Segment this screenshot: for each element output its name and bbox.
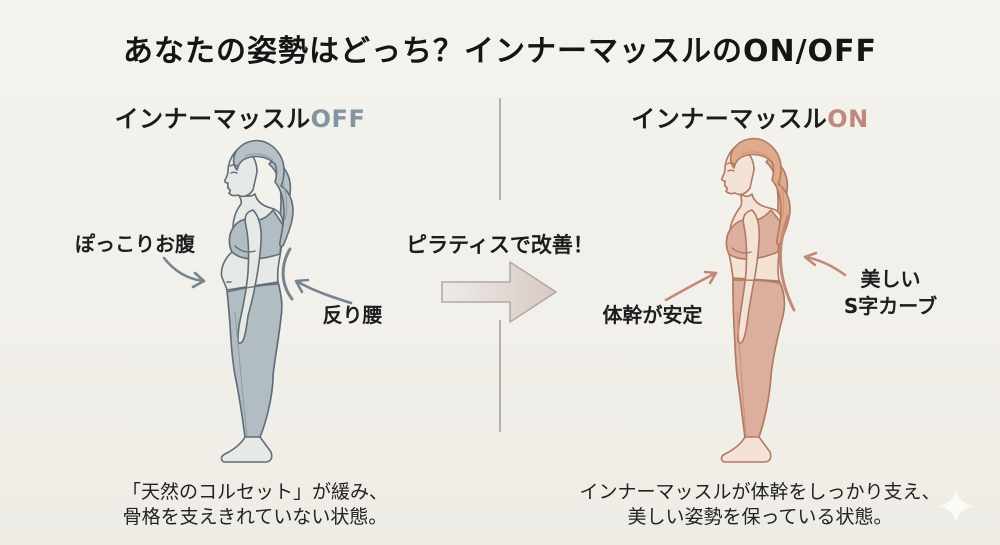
scurve-annotation-label: 美しい S字カーブ	[818, 266, 963, 320]
scurve-label-line1: 美しい	[860, 267, 921, 291]
sparkle-star-shape	[938, 488, 974, 524]
on-leg-seam	[736, 311, 747, 437]
page-title: あなたの姿勢はどっち？インナーマッスルのON/OFF	[122, 34, 878, 69]
left-heading-prefix: インナーマッスル	[114, 105, 311, 133]
right-arrow-shape	[441, 261, 557, 323]
belly-annotation-label: ぽっこりお腹	[75, 232, 195, 256]
on-underbust-seam	[731, 247, 752, 254]
off-hair	[232, 139, 294, 248]
right-heading-prefix: インナーマッスル	[631, 105, 828, 133]
right-caption-line2: 美しい姿勢を保っている状態。	[627, 506, 893, 528]
swayback-annotation-label: 反り腰	[322, 303, 383, 327]
off-arm	[237, 209, 262, 344]
on-hair-strand	[741, 151, 771, 159]
off-leg-seam	[234, 311, 248, 437]
on-eyebrow	[726, 162, 735, 165]
off-eyebrow	[229, 164, 238, 167]
scurve-label-line2: S字カーブ	[843, 294, 938, 318]
off-underbust-seam	[234, 245, 256, 253]
center-divider-bottom	[499, 320, 501, 432]
core-annotation-label: 体幹が安定	[602, 303, 703, 327]
improvement-arrow-icon	[441, 261, 557, 323]
improvement-label: ピラティスで改善！	[406, 233, 594, 257]
off-eye	[230, 171, 238, 174]
woman-figure-off	[220, 139, 294, 463]
left-panel-heading: インナーマッスルOFF	[85, 99, 395, 134]
left-caption-line1: 「天然のコルセット」が緩み、	[121, 481, 388, 503]
right-heading-state-on: ON	[827, 105, 869, 133]
woman-figure-on	[720, 137, 791, 463]
on-face	[720, 146, 755, 196]
sparkle-icon	[938, 488, 974, 524]
off-face	[223, 148, 258, 198]
left-heading-state-off: OFF	[310, 105, 366, 133]
on-hair	[729, 137, 791, 246]
left-caption-line2: 骨格を支えきれていない状態。	[122, 506, 388, 528]
right-panel-heading: インナーマッスルON	[595, 99, 905, 134]
off-ponytail-strand	[282, 183, 288, 221]
on-arm	[737, 209, 761, 344]
off-hair-strand	[244, 153, 274, 161]
off-waistband	[226, 283, 279, 293]
off-leggings	[226, 281, 283, 438]
right-caption: インナーマッスルが体幹をしっかり支え、 美しい姿勢を保っている状態。	[555, 480, 965, 530]
left-caption: 「天然のコルセット」が緩み、 骨格を支えきれていない状態。	[100, 480, 410, 530]
right-caption-line1: インナーマッスルが体幹をしっかり支え、	[579, 481, 941, 503]
on-waistband	[732, 279, 780, 284]
on-eye	[727, 169, 735, 172]
center-divider-top	[499, 98, 501, 200]
